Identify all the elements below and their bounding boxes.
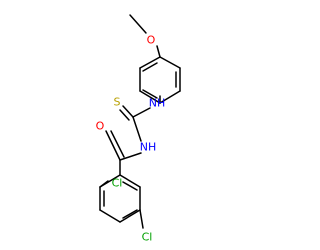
ring-top-inner-2 (142, 89, 158, 99)
ring-top-bond-1 (159, 56, 181, 69)
nh-thiocarbon-bond (132, 107, 151, 118)
thione-double-1 (122, 105, 134, 118)
amine-nh-label: NH (149, 97, 166, 110)
carbonyl-oxygen-label: O (96, 120, 105, 133)
ring-bottom-bond-3 (99, 209, 121, 223)
thiocarbon-amide-nh-bond (132, 116, 142, 142)
amide-nh-carbonyl-bond (119, 152, 142, 161)
molecule-structure: O S NH NH O Cl Cl (96, 14, 181, 244)
atom-label-layer: O S NH NH O Cl Cl (96, 34, 166, 244)
carbonyl-double-1 (105, 130, 121, 161)
ring-top-inner-3 (142, 62, 158, 72)
methyl-o-bond (129, 14, 147, 34)
o-ring-bond (156, 45, 161, 58)
amide-nh-label: NH (140, 141, 157, 154)
ring-bottom-inner-3 (122, 181, 138, 191)
methoxy-oxygen-label: O (147, 34, 156, 47)
thione-sulfur-label: S (114, 96, 121, 109)
thione-double-2 (119, 109, 130, 121)
ring-top-bond-4 (139, 90, 161, 104)
structure-canvas: O S NH NH O Cl Cl (96, 14, 181, 244)
ring-bottom-inner-2 (122, 209, 138, 219)
bond-layer (99, 14, 181, 229)
ring-bottom-bond-6 (119, 174, 141, 188)
ring-bottom-bond-4 (119, 209, 141, 223)
ortho-cl-bond (99, 180, 109, 188)
ortho-chlorine-label: Cl (112, 177, 123, 190)
ring-top-bond-3 (159, 90, 181, 104)
ring-top-bond-6 (139, 56, 161, 69)
para-cl-bond (139, 209, 144, 229)
carbonyl-double-2 (110, 130, 125, 158)
para-chlorine-label: Cl (142, 231, 153, 244)
